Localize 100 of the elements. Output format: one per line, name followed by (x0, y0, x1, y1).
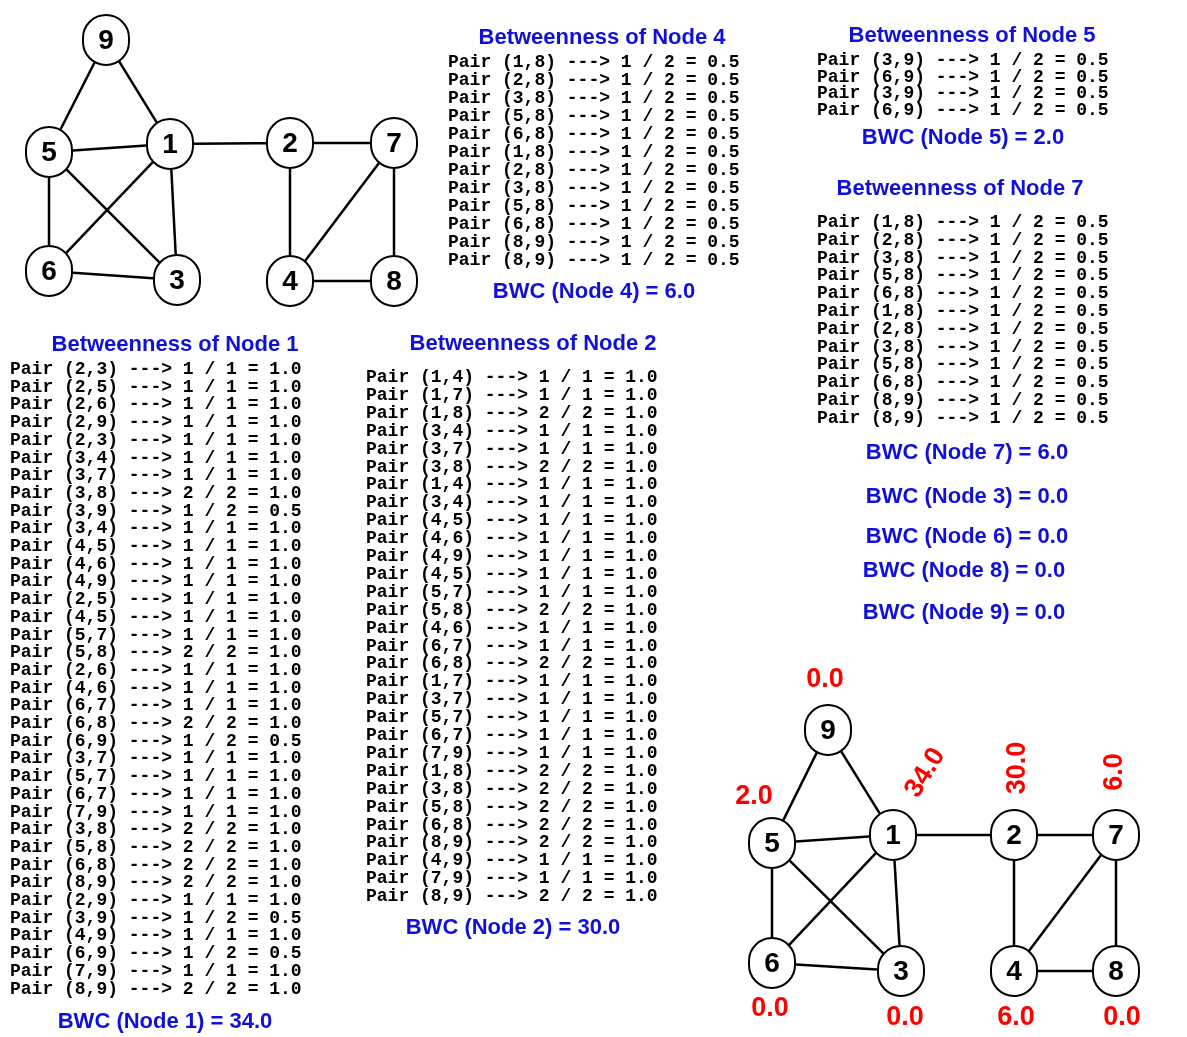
graph-edge (788, 859, 885, 955)
node-number: 6 (764, 949, 780, 977)
pair-ratio-line: Pair (5,8) ---> 2 / 2 = 1.0 (10, 644, 302, 662)
pair-ratio-line: Pair (1,8) ---> 1 / 2 = 0.5 (448, 53, 740, 71)
node-number: 5 (41, 138, 57, 166)
graph-edge (314, 279, 370, 283)
graph-edge (795, 835, 870, 843)
graph-edge (392, 169, 396, 255)
pair-ratio-line: Pair (6,9) ---> 1 / 2 = 0.5 (817, 101, 1109, 118)
graph-edge (840, 750, 881, 815)
betweenness-value: 2.0 (735, 780, 773, 810)
pair-ratio-line: Pair (7,9) ---> 1 / 1 = 1.0 (10, 962, 302, 981)
graph-edge (65, 161, 154, 254)
graph-edge (788, 852, 877, 946)
pair-ratio-line: Pair (1,4) ---> 1 / 1 = 1.0 (366, 369, 658, 387)
pair-ratio-line: Pair (3,8) ---> 1 / 2 = 0.5 (817, 249, 1109, 268)
pair-ratio-line: Pair (8,9) ---> 2 / 2 = 1.0 (10, 980, 302, 999)
pair-ratio-line: Pair (4,6) ---> 1 / 1 = 1.0 (366, 530, 658, 548)
pair-ratio-line: Pair (2,6) ---> 1 / 1 = 1.0 (10, 661, 302, 680)
graph-edge (1038, 833, 1092, 837)
pair-ratio-line: Pair (3,9) ---> 1 / 2 = 0.5 (10, 502, 302, 521)
pair-ratio-line: Pair (3,9) ---> 1 / 2 = 0.5 (817, 85, 1109, 102)
node-number: 3 (169, 266, 185, 294)
graph-edge (1012, 861, 1016, 945)
pair-ratio-line: Pair (1,8) ---> 1 / 2 = 0.5 (448, 143, 740, 161)
pair-ratio-line: Pair (4,6) ---> 1 / 1 = 1.0 (10, 679, 302, 698)
node-number: 1 (885, 821, 901, 849)
pair-ratio-line: Pair (3,8) ---> 1 / 2 = 0.5 (448, 179, 740, 197)
section-heading: Betweenness of Node 2 (409, 330, 657, 356)
pair-ratio-line: Pair (8,9) ---> 2 / 2 = 1.0 (366, 834, 658, 853)
section-heading: Betweenness of Node 5 (848, 22, 1096, 48)
graph-edge (304, 162, 380, 262)
betweenness-value: 0.0 (751, 992, 789, 1022)
graph-edge (65, 168, 161, 264)
pair-ratio-line: Pair (1,8) ---> 1 / 2 = 0.5 (817, 214, 1109, 232)
pair-ratio-line: Pair (4,6) ---> 1 / 1 = 1.0 (10, 555, 302, 574)
pair-ratio-line: Pair (6,8) ---> 2 / 2 = 1.0 (366, 655, 658, 674)
pair-ratio-line: Pair (3,8) ---> 2 / 2 = 1.0 (366, 458, 658, 477)
pair-ratio-line: Pair (7,9) ---> 1 / 1 = 1.0 (366, 744, 658, 763)
pair-ratio-line: Pair (3,8) ---> 2 / 2 = 1.0 (366, 780, 658, 799)
pair-ratio-line: Pair (8,9) ---> 1 / 2 = 0.5 (448, 233, 740, 251)
pair-ratio-line: Pair (6,8) ---> 2 / 2 = 1.0 (366, 816, 658, 835)
pair-ratio-line: Pair (3,7) ---> 1 / 1 = 1.0 (366, 440, 658, 459)
node-number: 7 (386, 129, 402, 157)
pair-ratio-line: Pair (6,7) ---> 1 / 1 = 1.0 (10, 785, 302, 804)
pair-ratio-line: Pair (1,8) ---> 2 / 2 = 1.0 (366, 762, 658, 781)
pair-ratio-line: Pair (3,9) ---> 1 / 2 = 0.5 (10, 909, 302, 928)
pair-ratio-line: Pair (5,7) ---> 1 / 1 = 1.0 (366, 709, 658, 727)
pair-ratio-line: Pair (6,8) ---> 2 / 2 = 1.0 (10, 856, 302, 875)
pair-ratio-line: Pair (7,9) ---> 1 / 1 = 1.0 (366, 870, 658, 889)
section-heading: Betweenness of Node 1 (51, 331, 299, 357)
node-number: 7 (1108, 821, 1124, 849)
graph-edge (47, 178, 51, 245)
pair-ratio-line: Pair (1,4) ---> 1 / 1 = 1.0 (366, 476, 658, 495)
node-number: 3 (893, 957, 909, 985)
pair-ratio-line: Pair (6,9) ---> 1 / 2 = 0.5 (10, 945, 302, 963)
node-number: 9 (98, 26, 114, 54)
betweenness-result: BWC (Node 6) = 0.0 (865, 523, 1069, 549)
pair-ratio-line: Pair (6,7) ---> 1 / 1 = 1.0 (366, 727, 658, 745)
betweenness-result: BWC (Node 1) = 34.0 (57, 1008, 273, 1034)
node-number: 4 (282, 267, 298, 295)
graph-edge (795, 963, 878, 971)
pair-ratio-line: Pair (8,9) ---> 2 / 2 = 1.0 (10, 874, 302, 892)
betweenness-result: BWC (Node 9) = 0.0 (862, 599, 1066, 625)
section-heading: Betweenness of Node 7 (836, 175, 1084, 201)
pair-ratio-line: Pair (8,9) ---> 1 / 2 = 0.5 (448, 251, 740, 269)
graph-edge (917, 833, 990, 837)
pair-ratio-line: Pair (2,8) ---> 1 / 2 = 0.5 (817, 320, 1109, 339)
pair-ratio-line: Pair (2,3) ---> 1 / 1 = 1.0 (10, 361, 302, 379)
betweenness-result: BWC (Node 2) = 30.0 (405, 914, 621, 940)
pair-ratio-line: Pair (3,9) ---> 1 / 2 = 0.5 (817, 52, 1109, 69)
graph-edge (288, 169, 292, 255)
pair-ratio-line: Pair (4,5) ---> 1 / 1 = 1.0 (10, 538, 302, 556)
pair-ratio-line: Pair (6,8) ---> 2 / 2 = 1.0 (10, 715, 302, 733)
graph-edge (72, 144, 147, 152)
betweenness-result: BWC (Node 4) = 6.0 (492, 278, 696, 304)
pair-ratio-line: Pair (2,9) ---> 1 / 1 = 1.0 (10, 892, 302, 910)
betweenness-result: BWC (Node 8) = 0.0 (862, 557, 1066, 583)
pair-ratio-line: Pair (8,9) ---> 1 / 2 = 0.5 (817, 409, 1109, 428)
pair-ratio-line: Pair (6,7) ---> 1 / 1 = 1.0 (366, 637, 658, 656)
pair-ratio-line: Pair (4,5) ---> 1 / 1 = 1.0 (10, 608, 302, 627)
pair-ratio-line: Pair (2,8) ---> 1 / 2 = 0.5 (817, 231, 1109, 250)
pair-ratio-line: Pair (6,8) ---> 1 / 2 = 0.5 (817, 285, 1109, 303)
pair-ratio-line: Pair (1,8) ---> 2 / 2 = 1.0 (366, 404, 658, 423)
pair-ratio-line: Pair (6,8) ---> 1 / 2 = 0.5 (448, 215, 740, 233)
pair-ratio-line: Pair (8,9) ---> 2 / 2 = 1.0 (366, 888, 658, 906)
pair-ratio-line: Pair (5,8) ---> 2 / 2 = 1.0 (366, 798, 658, 817)
pair-ratio-line: Pair (1,8) ---> 1 / 2 = 0.5 (817, 303, 1109, 321)
pair-ratio-line: Pair (5,7) ---> 1 / 1 = 1.0 (10, 768, 302, 786)
pair-ratio-line: Pair (3,8) ---> 1 / 2 = 0.5 (817, 338, 1109, 357)
betweenness-value: 0.0 (886, 1001, 924, 1031)
pair-ratio-line: Pair (2,5) ---> 1 / 1 = 1.0 (10, 378, 302, 397)
pair-ratio-line: Pair (6,7) ---> 1 / 1 = 1.0 (10, 697, 302, 715)
pair-ratio-line: Pair (6,8) ---> 1 / 2 = 0.5 (448, 125, 740, 143)
graph-edge (72, 271, 154, 280)
section-heading: Betweenness of Node 4 (478, 24, 726, 50)
betweenness-value: 6.0 (997, 1001, 1035, 1031)
pair-ratio-line: Pair (2,8) ---> 1 / 2 = 0.5 (448, 161, 740, 179)
pair-ratio-line: Pair (2,8) ---> 1 / 2 = 0.5 (448, 71, 740, 89)
pair-ratio-line: Pair (3,8) ---> 1 / 2 = 0.5 (448, 89, 740, 107)
